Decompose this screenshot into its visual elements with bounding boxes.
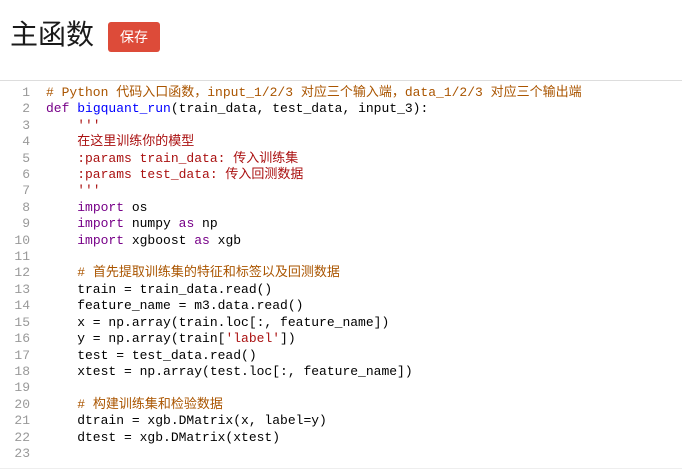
code-line[interactable]: 21 dtrain = xgb.DMatrix(x, label=y): [0, 413, 682, 429]
code-line-text: import os: [77, 199, 148, 215]
line-number: 9: [22, 216, 30, 232]
code-line-text: :params test_data: 传入回测数据: [46, 167, 304, 183]
code-line[interactable]: 18 xtest = np.array(test.loc[:, feature_…: [0, 364, 682, 380]
code-editor[interactable]: 1 # Python 代码入口函数，input_1/2/3 对应三个输入端，dat…: [0, 80, 682, 469]
line-number: 11: [14, 249, 30, 265]
line-number: 6: [22, 167, 30, 183]
code-line-text: feature_name = m3.data.read(): [46, 298, 304, 314]
line-number: 5: [22, 150, 30, 166]
code-line[interactable]: 2 def bigquant_run(train_data, test_data,…: [0, 101, 682, 117]
code-line[interactable]: 16 y = np.array(train['label']): [0, 331, 682, 347]
save-button[interactable]: 保存: [108, 22, 161, 52]
line-number: 23: [14, 445, 30, 461]
code-line[interactable]: 3 ''': [0, 118, 682, 134]
line-number: 22: [14, 429, 30, 445]
code-line-text: import xgboost as xgb: [77, 232, 242, 248]
code-line[interactable]: 8 import os: [0, 200, 682, 216]
line-number: 2: [22, 101, 30, 117]
code-line-text: x = np.array(train.loc[:, feature_name]): [46, 314, 390, 330]
line-number: 18: [14, 363, 30, 379]
code-line-text: # 首先提取训练集的特征和标签以及回测数据: [77, 265, 340, 281]
code-line[interactable]: 12 # 首先提取训练集的特征和标签以及回测数据: [0, 265, 682, 281]
code-line-text: import numpy as np: [77, 216, 218, 232]
code-line[interactable]: 4 在这里训练你的模型: [0, 134, 682, 150]
line-number: 4: [22, 134, 30, 150]
code-line-text: ''': [46, 117, 101, 133]
code-line[interactable]: 11: [0, 249, 682, 265]
code-line-text: train = train_data.read(): [46, 281, 273, 297]
code-line-text: dtrain = xgb.DMatrix(x, label=y): [46, 413, 327, 429]
code-line[interactable]: 9 import numpy as np: [0, 216, 682, 232]
code-line[interactable]: 17 test = test_data.read(): [0, 348, 682, 364]
code-line-text: [36, 446, 46, 462]
code-line[interactable]: 19: [0, 380, 682, 396]
line-number: 10: [14, 232, 30, 248]
page-header: 主函数 保存: [0, 0, 682, 56]
line-number: 20: [14, 396, 30, 412]
code-line[interactable]: 22 dtest = xgb.DMatrix(xtest): [0, 430, 682, 446]
line-number: 15: [14, 314, 30, 330]
code-line[interactable]: 5 :params train_data: 传入训练集: [0, 151, 682, 167]
code-line-text: [36, 249, 46, 265]
code-line[interactable]: 10 import xgboost as xgb: [0, 233, 682, 249]
code-line[interactable]: 13 train = train_data.read(): [0, 282, 682, 298]
line-number: 17: [14, 347, 30, 363]
line-number: 3: [22, 117, 30, 133]
line-number: 8: [22, 199, 30, 215]
line-number: 19: [14, 380, 30, 396]
code-line-text: test = test_data.read(): [46, 347, 257, 363]
code-line[interactable]: 15 x = np.array(train.loc[:, feature_nam…: [0, 315, 682, 331]
code-line-text: 在这里训练你的模型: [46, 134, 195, 150]
code-line-text: y = np.array(train['label']): [46, 331, 296, 347]
code-line[interactable]: 14 feature_name = m3.data.read(): [0, 298, 682, 314]
line-number: 12: [14, 265, 30, 281]
code-line-text: # 构建训练集和检验数据: [77, 396, 223, 412]
line-number: 1: [22, 85, 30, 100]
code-lines-container: 1 # Python 代码入口函数，input_1/2/3 对应三个输入端，dat…: [0, 85, 682, 462]
page-title: 主函数: [10, 19, 95, 51]
code-line[interactable]: 20 # 构建训练集和检验数据: [0, 397, 682, 413]
line-number: 14: [14, 298, 30, 314]
code-line-text: xtest = np.array(test.loc[:, feature_nam…: [46, 363, 413, 379]
code-line[interactable]: 1 # Python 代码入口函数，input_1/2/3 对应三个输入端，dat…: [0, 85, 682, 101]
line-number: 13: [14, 281, 30, 297]
code-line[interactable]: 6 :params test_data: 传入回测数据: [0, 167, 682, 183]
code-line-text: :params train_data: 传入训练集: [46, 150, 299, 166]
line-number: 21: [14, 413, 30, 429]
line-number: 7: [22, 183, 30, 199]
code-line-text: ''': [46, 183, 101, 199]
code-line[interactable]: 7 ''': [0, 183, 682, 199]
code-line-text: dtest = xgb.DMatrix(xtest): [46, 429, 281, 445]
code-line-text: # Python 代码入口函数，input_1/2/3 对应三个输入端，data…: [46, 85, 582, 100]
code-line[interactable]: 23: [0, 446, 682, 462]
code-line-text: [36, 380, 46, 396]
code-line-text: def bigquant_run(train_data, test_data, …: [46, 101, 429, 117]
line-number: 16: [14, 331, 30, 347]
